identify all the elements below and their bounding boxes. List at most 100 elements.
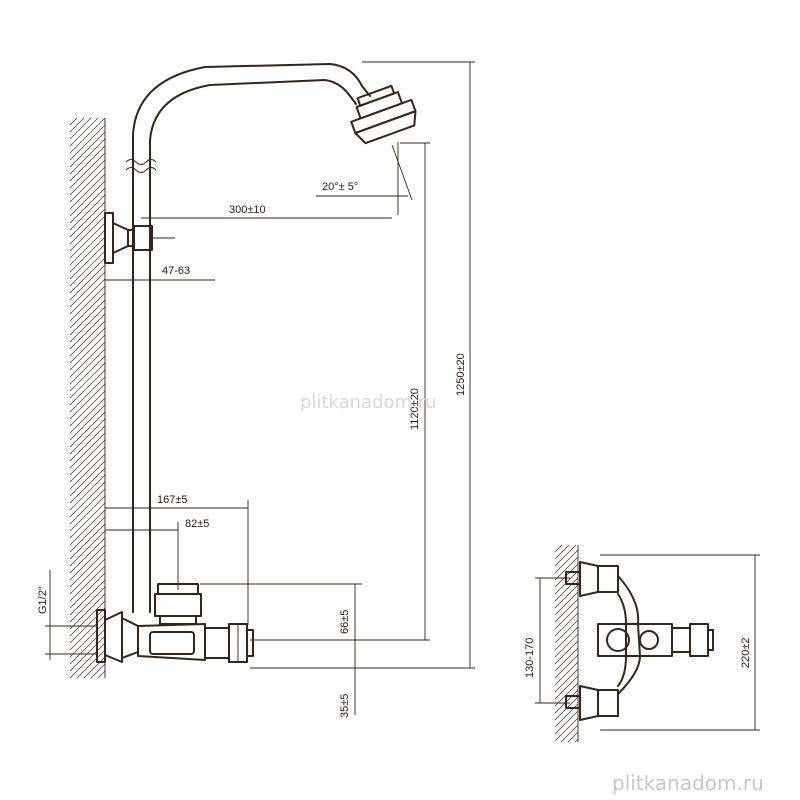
wall-hatch-line — [69, 425, 106, 462]
base-height-label: 35±5 — [339, 694, 351, 718]
wall-hatch-line — [69, 502, 106, 539]
wall-hatch-line — [69, 460, 106, 497]
right-dimension-lines — [535, 554, 760, 731]
left-wall — [69, 117, 106, 679]
wall-hatch-line — [567, 731, 579, 743]
wall-hatch-line — [69, 418, 106, 455]
wall-hatch-line — [69, 530, 106, 567]
wall-hatch-line — [554, 654, 579, 679]
wall-hatch-line — [69, 194, 106, 231]
wall-hatch-line — [69, 453, 106, 490]
bottom-watermark: plitkanadom.ru — [612, 771, 764, 795]
wall-hatch-line — [554, 544, 563, 553]
wall-hatch-line — [69, 607, 106, 644]
wall-hatch-line — [69, 320, 106, 357]
thread-label: G1/2" — [37, 586, 49, 614]
wall-hatch-line — [69, 523, 106, 560]
wall-hatch-line — [69, 215, 106, 252]
angle-label: 20°± 5° — [322, 181, 358, 193]
wall-hatch-line — [560, 724, 579, 743]
wall-hatch-line — [554, 591, 579, 616]
wall-hatch-line — [69, 278, 106, 315]
wall-hatch-line — [69, 180, 106, 217]
body-height-label: 220±2 — [740, 637, 752, 668]
wall-hatch-line — [554, 640, 579, 665]
wall-hatch-line — [69, 600, 106, 637]
wall-hatch-line — [69, 369, 106, 406]
wall-hatch-line — [69, 334, 106, 371]
wall-hatch-line — [69, 432, 106, 469]
inner-height-label: 1120±20 — [409, 388, 421, 430]
wall-hatch-line — [76, 649, 106, 679]
wall-hatch-line — [554, 556, 579, 581]
wall-hatch-line — [69, 376, 106, 413]
center-watermark: plitkanadom.ru — [300, 392, 437, 413]
wall-hatch-line — [69, 495, 106, 532]
wall-hatch-line — [554, 633, 579, 658]
wall-hatch-line — [69, 306, 106, 343]
wall-hatch-line — [69, 439, 106, 476]
wall-hatch-line — [69, 250, 106, 287]
mixer-depth-label: 167±5 — [157, 494, 188, 506]
wall-hatch-line — [554, 612, 579, 637]
wall-hatch-line — [69, 159, 106, 196]
wall-hatch-line — [69, 271, 106, 308]
wall-hatch-line — [69, 348, 106, 385]
spout-offset-label: 82±5 — [185, 518, 209, 530]
wall-hatch-line — [69, 117, 78, 126]
wall-hatch-line — [69, 173, 106, 210]
wall-hatch-line — [69, 236, 106, 273]
wall-hatch-line — [554, 619, 579, 644]
wall-hatch-line — [69, 390, 106, 427]
wall-hatch-line — [69, 565, 106, 602]
wall-hatch-line — [554, 626, 579, 651]
wall-hatch-line — [69, 614, 106, 651]
wall-hatch-line — [554, 717, 579, 742]
wall-hatch-line — [69, 145, 106, 182]
shower-head — [350, 84, 417, 145]
wall-hatch-line — [554, 661, 579, 686]
wall-hatch-line — [69, 474, 106, 511]
wall-hatch-line — [69, 117, 106, 154]
wall-hatch-line — [69, 621, 106, 658]
arm-reach-label: 300±10 — [229, 204, 266, 216]
mixer-front-view — [565, 561, 714, 721]
wall-hatch-line — [554, 584, 579, 609]
wall-hatch-line — [69, 488, 106, 525]
wall-hatch-line — [69, 138, 106, 175]
total-height-label: 1250±20 — [455, 353, 467, 396]
wall-hatch-line — [69, 397, 106, 434]
wall-hatch-line — [69, 362, 106, 399]
wall-hatch-line — [69, 558, 106, 595]
wall-hatch-line — [69, 243, 106, 280]
wall-hatch-line — [69, 579, 106, 616]
wall-hatch-line — [69, 509, 106, 546]
wall-distance-label: 47-63 — [162, 265, 190, 277]
wall-hatch-line — [554, 710, 579, 735]
wall-hatch-line — [69, 152, 106, 189]
wall-hatch-line — [69, 572, 106, 609]
wall-hatch-line — [554, 577, 579, 602]
wall-hatch-line — [69, 537, 106, 574]
wall-hatch-line — [69, 131, 106, 168]
wall-hatch-line — [69, 551, 106, 588]
wall-hatch-line — [69, 383, 106, 420]
wall-hatch-line — [83, 656, 106, 679]
wall-hatch-line — [69, 292, 106, 329]
wall-hatch-line — [90, 663, 106, 679]
wall-hatch-line — [69, 481, 106, 518]
wall-hatch-line — [69, 586, 106, 623]
wall-hatch-line — [69, 166, 106, 203]
wall-hatch-line — [554, 675, 579, 700]
wall-hatch-line — [554, 682, 579, 707]
wall-hatch-line — [69, 285, 106, 322]
wall-hatch-line — [69, 264, 106, 301]
wall-hatch-line — [69, 635, 106, 672]
wall-bracket — [104, 212, 153, 264]
wall-hatch-line — [69, 117, 92, 140]
wall-hatch-line — [69, 117, 99, 147]
wall-hatch-line — [69, 593, 106, 630]
wall-hatch-line — [554, 668, 579, 693]
wall-hatch-line — [574, 738, 579, 743]
mixer-height-label: 66±5 — [339, 610, 351, 634]
